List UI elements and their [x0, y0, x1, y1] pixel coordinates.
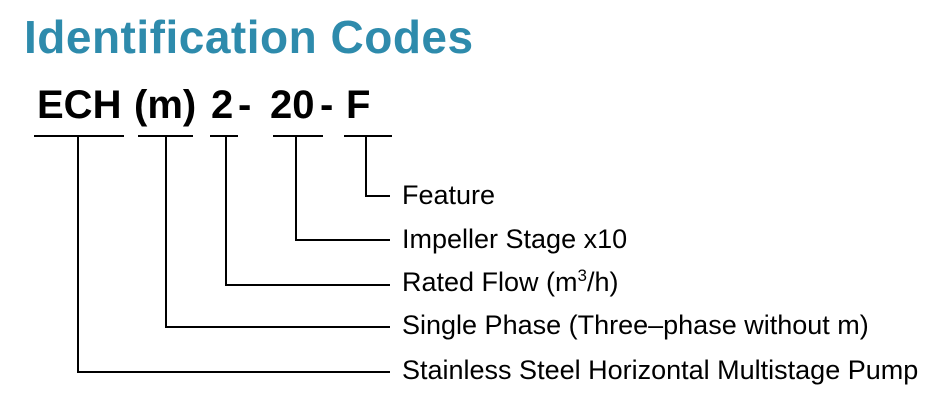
code-separator-2: -	[320, 83, 334, 127]
page-title: Identification Codes	[24, 11, 474, 63]
underline-flow	[210, 135, 238, 137]
label-pump-type: Stainless Steel Horizontal Multistage Pu…	[402, 355, 919, 385]
rated-flow-superscript: 3	[577, 266, 588, 285]
underline-feature	[344, 135, 392, 137]
connector-horizontal-series	[77, 371, 390, 373]
connector-horizontal-flow	[225, 284, 390, 286]
code-segment-series: ECH	[37, 83, 122, 127]
label-feature: Feature	[402, 180, 496, 210]
label-rated-flow: Rated Flow (m3/h)	[402, 266, 619, 297]
connector-vertical-phase	[165, 135, 167, 328]
connector-horizontal-feature	[365, 195, 390, 197]
code-segment-feature: F	[346, 83, 371, 127]
code-segment-stage: 20	[270, 83, 315, 127]
underline-series	[34, 135, 124, 137]
underline-stage	[273, 135, 323, 137]
connector-horizontal-phase	[165, 326, 390, 328]
rated-flow-prefix: Rated Flow (m	[402, 267, 578, 297]
connector-horizontal-stage	[295, 239, 390, 241]
rated-flow-suffix: /h)	[587, 267, 619, 297]
code-segment-flow: 2	[211, 83, 234, 127]
connector-vertical-flow	[225, 135, 227, 286]
label-single-phase: Single Phase (Three–phase without m)	[402, 310, 869, 340]
connector-vertical-stage	[295, 135, 297, 241]
connector-vertical-series	[77, 135, 79, 373]
label-impeller-stage: Impeller Stage x10	[402, 224, 628, 254]
code-segment-phase: (m)	[134, 83, 197, 127]
connector-vertical-feature	[365, 135, 367, 197]
code-separator-1: -	[238, 83, 252, 127]
